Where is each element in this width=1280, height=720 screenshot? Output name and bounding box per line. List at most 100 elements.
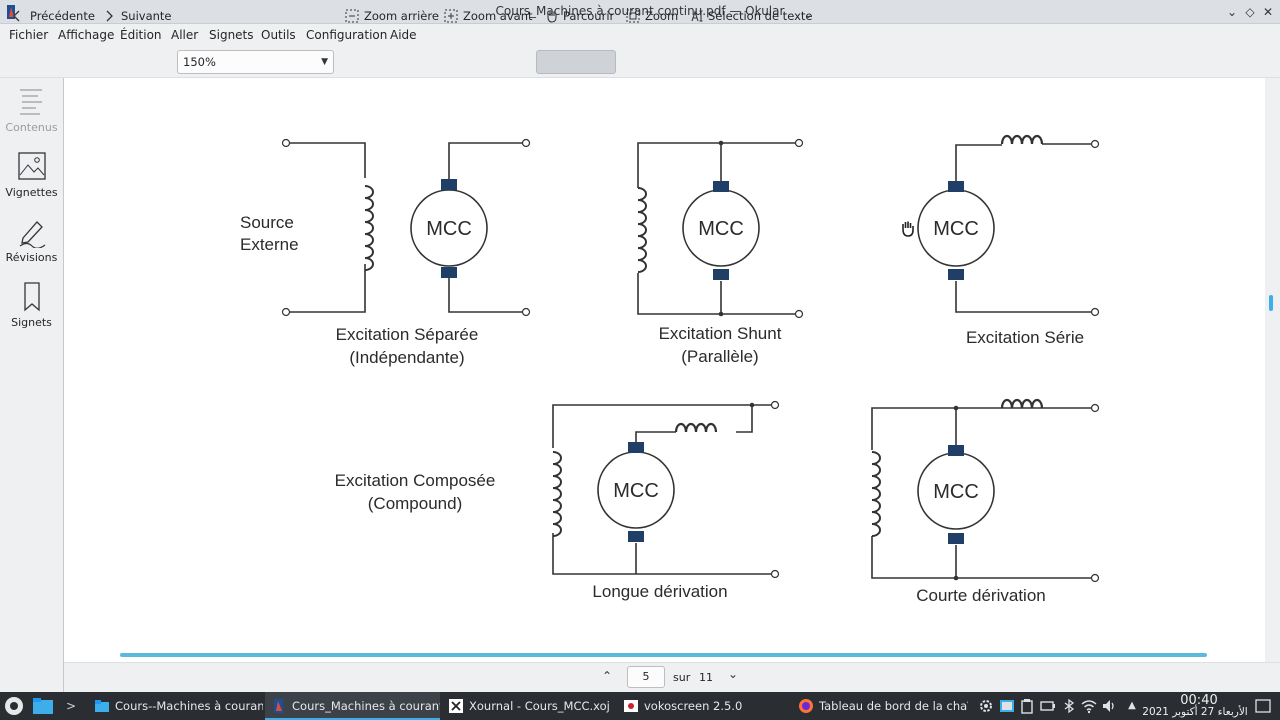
bluetooth-icon[interactable] bbox=[1061, 698, 1077, 714]
title-bar: Cours_Machines à courant continu.pdf — O… bbox=[0, 0, 1280, 24]
sidebar-item-revisions[interactable]: Révisions bbox=[0, 216, 63, 264]
screenshot-icon[interactable] bbox=[999, 698, 1015, 714]
menu-configuration[interactable]: Configuration bbox=[306, 28, 388, 42]
short-shunt-caption: Courte dérivation bbox=[916, 586, 1045, 605]
separate-caption-line1: Excitation Séparée bbox=[336, 325, 479, 344]
diagram-series-excitation bbox=[955, 143, 1094, 313]
menu-fichier[interactable]: Fichier bbox=[9, 28, 49, 42]
menu-aide[interactable]: Aide bbox=[390, 28, 417, 42]
menu-bar: Fichier Affichage Édition Aller Signets … bbox=[0, 24, 1280, 46]
sidebar-item-label: Vignettes bbox=[5, 186, 58, 199]
file-manager-icon[interactable] bbox=[32, 696, 54, 716]
sidebar-item-label: Signets bbox=[11, 316, 52, 329]
motor-label: MCC bbox=[933, 218, 979, 240]
taskbar-item-okular[interactable]: Cours_Machines à courant c... bbox=[265, 692, 440, 720]
okular-icon bbox=[274, 699, 283, 713]
show-hidden-icons-icon[interactable]: ▲ bbox=[1128, 700, 1136, 711]
menu-aller[interactable]: Aller bbox=[171, 28, 199, 42]
chevron-down-icon[interactable]: ⌄ bbox=[728, 667, 739, 681]
close-icon[interactable]: ✕ bbox=[1262, 5, 1274, 19]
taskbar-item-label: Cours_Machines à courant c... bbox=[292, 699, 440, 713]
zoom-in-button[interactable]: Zoom avant bbox=[444, 4, 533, 28]
series-caption: Excitation Série bbox=[966, 328, 1084, 347]
taskbar-item-label: Cours--Machines à courant ... bbox=[115, 699, 263, 713]
horizontal-scrollbar[interactable] bbox=[120, 653, 1207, 657]
shunt-caption-line2: (Parallèle) bbox=[681, 347, 758, 366]
vertical-scrollbar[interactable] bbox=[1269, 295, 1273, 311]
image-icon bbox=[17, 152, 46, 180]
long-shunt-caption: Longue dérivation bbox=[592, 582, 727, 601]
application-launcher-icon[interactable] bbox=[3, 695, 25, 717]
terminal-icon[interactable]: > bbox=[65, 699, 77, 713]
sidebar: Contenus Vignettes Révisions Signets bbox=[0, 78, 64, 692]
browse-tool-content[interactable]: Parcourir bbox=[545, 4, 615, 28]
folder-icon bbox=[95, 700, 109, 712]
text-selection-label: Sélection de texte bbox=[708, 9, 813, 23]
chevron-left-icon bbox=[13, 10, 20, 22]
zoom-tool-icon bbox=[626, 9, 640, 23]
taskbar-item-label: vokoscreen 2.5.0 bbox=[644, 699, 743, 713]
separate-caption-line2: (Indépendante) bbox=[349, 348, 464, 367]
chevron-up-icon[interactable]: ⌃ bbox=[602, 669, 613, 683]
sidebar-item-thumbnails[interactable]: Vignettes bbox=[0, 151, 63, 199]
page-total: 11 bbox=[699, 671, 713, 684]
show-desktop-icon[interactable] bbox=[1255, 698, 1271, 714]
clock-time[interactable]: 00:40 bbox=[1180, 693, 1218, 708]
diagram-long-shunt bbox=[552, 404, 774, 575]
hand-cursor-icon bbox=[902, 221, 914, 237]
chevron-down-icon[interactable]: ⌄ bbox=[1226, 5, 1238, 19]
pdf-page-content: MCC MCC MCC MCC MCC Source Externe Excit… bbox=[240, 134, 1100, 605]
taskbar-item-file-manager[interactable]: Cours--Machines à courant ... bbox=[88, 692, 263, 720]
taskbar: > Cours--Machines à courant ... Cours_Ma… bbox=[0, 692, 1280, 720]
diagram-short-shunt bbox=[871, 407, 1094, 579]
sidebar-item-label: Contenus bbox=[5, 121, 58, 134]
settings-icon[interactable] bbox=[978, 698, 994, 714]
taskbar-item-label: Xournal - Cours_MCC.xoj bbox=[469, 699, 610, 713]
menu-signets[interactable]: Signets bbox=[209, 28, 254, 42]
zoom-tool-label: Zoom bbox=[645, 9, 679, 23]
motor-label: MCC bbox=[698, 218, 744, 240]
volume-icon[interactable] bbox=[1101, 698, 1117, 714]
menu-outils[interactable]: Outils bbox=[261, 28, 296, 42]
menu-affichage[interactable]: Affichage bbox=[58, 28, 115, 42]
wifi-icon[interactable] bbox=[1081, 698, 1097, 714]
page-number-input[interactable]: 5 bbox=[627, 666, 665, 688]
shunt-caption-line1: Excitation Shunt bbox=[659, 324, 782, 343]
zoom-in-icon bbox=[444, 9, 458, 23]
xournal-icon bbox=[449, 699, 463, 713]
page-of-label: sur bbox=[673, 671, 691, 684]
taskbar-item-firefox[interactable]: Tableau de bord de la chaîn... bbox=[792, 692, 968, 720]
battery-icon[interactable] bbox=[1040, 698, 1056, 714]
document-viewport[interactable]: MCC MCC MCC MCC MCC Source Externe Excit… bbox=[64, 78, 1265, 662]
taskbar-item-vokoscreen[interactable]: vokoscreen 2.5.0 bbox=[617, 692, 789, 720]
chevron-down-icon: ▼ bbox=[321, 57, 328, 67]
chevron-down-icon[interactable]: ⌄ bbox=[804, 10, 813, 21]
sidebar-item-contents[interactable]: Contenus bbox=[0, 86, 63, 134]
next-label: Suivante bbox=[121, 9, 172, 23]
table-of-contents-icon bbox=[19, 89, 42, 115]
source-label-line2: Externe bbox=[240, 235, 299, 254]
keep-above-icon[interactable]: ◇ bbox=[1245, 5, 1255, 19]
text-selection-button[interactable]: Sélection de texte bbox=[690, 4, 812, 28]
sidebar-item-bookmarks[interactable]: Signets bbox=[0, 281, 63, 329]
zoom-out-button[interactable]: Zoom arrière bbox=[345, 4, 439, 28]
compound-caption-line1: Excitation Composée bbox=[335, 471, 496, 490]
zoom-select[interactable]: 150% ▼ bbox=[177, 50, 334, 74]
hand-icon bbox=[547, 10, 557, 23]
sidebar-item-label: Révisions bbox=[5, 251, 58, 264]
browse-tool-button[interactable] bbox=[536, 50, 616, 74]
previous-button[interactable]: Précédente bbox=[12, 4, 95, 28]
zoom-tool-button[interactable]: Zoom bbox=[626, 4, 679, 28]
menu-edition[interactable]: Édition bbox=[120, 28, 162, 42]
clock-date[interactable]: الأربعاء 27 أكتوبر 2021 bbox=[1142, 706, 1248, 718]
diagram-shunt-excitation bbox=[637, 142, 798, 315]
zoom-in-label: Zoom avant bbox=[463, 9, 533, 23]
clipboard-icon[interactable] bbox=[1019, 698, 1035, 714]
browse-label: Parcourir bbox=[563, 9, 615, 23]
taskbar-item-xournal[interactable]: Xournal - Cours_MCC.xoj bbox=[442, 692, 614, 720]
taskbar-item-label: Tableau de bord de la chaîn... bbox=[819, 699, 968, 713]
next-button[interactable]: Suivante bbox=[104, 4, 172, 28]
zoom-out-label: Zoom arrière bbox=[364, 9, 439, 23]
zoom-out-icon bbox=[345, 9, 359, 23]
okular-app-icon bbox=[7, 5, 15, 19]
